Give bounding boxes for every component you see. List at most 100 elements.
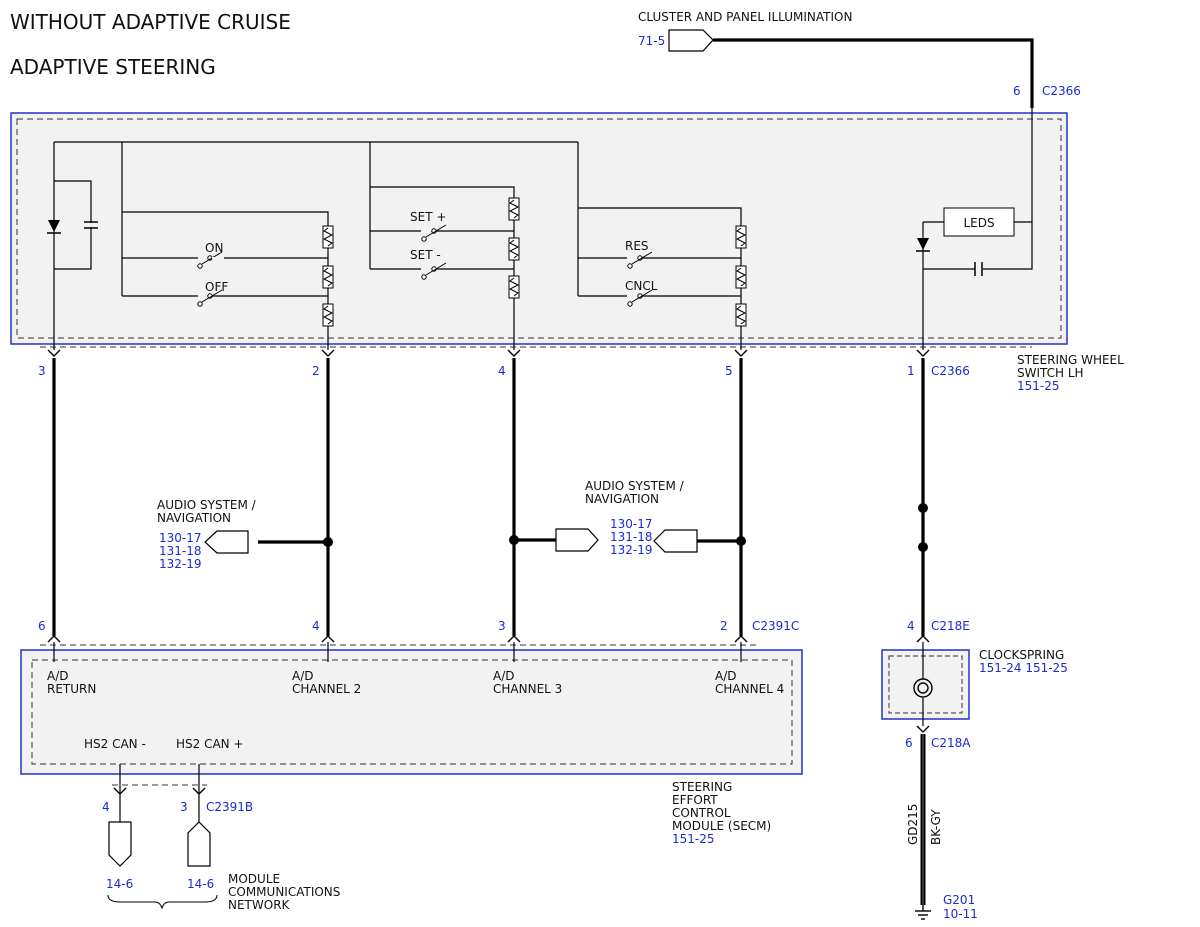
audio-left-ref-3[interactable]: 132-19 (159, 557, 202, 571)
illumination-ref[interactable]: 71-5 (638, 34, 665, 48)
secm-ref[interactable]: 151-25 (672, 832, 715, 846)
secm-pin-2: 2 (720, 619, 728, 633)
connector-chevron-icon (47, 349, 930, 357)
secm-pin-6: 6 (38, 619, 46, 633)
illumination-wire (713, 38, 1034, 108)
secm-ch2-line1: A/D (292, 669, 314, 683)
audio-right-ref-1[interactable]: 130-17 (610, 517, 653, 531)
clockspring-top-connector: C218E (931, 619, 970, 633)
audio-left-connector-icon (204, 530, 249, 554)
switch-cncl-label: CNCL (625, 279, 658, 293)
capacitor-icon (84, 221, 98, 229)
switch-res-label: RES (625, 239, 649, 253)
can-plus-connector-icon (187, 821, 211, 867)
connector-chevron-icon (47, 635, 930, 643)
network-ref-1[interactable]: 14-6 (106, 877, 133, 891)
switch-module-box (10, 112, 1068, 345)
switch-set-plus-label: SET + (410, 210, 446, 224)
switch-module-name-2: SWITCH LH (1017, 366, 1084, 380)
secm-connector-id: C2391C (752, 619, 799, 633)
ground-name[interactable]: G201 (943, 893, 975, 907)
network-name-2: COMMUNICATIONS (228, 885, 340, 899)
secm-ch4-line2: CHANNEL 4 (715, 682, 784, 696)
network-name-3: NETWORK (228, 898, 291, 912)
connector-chevron-icon (916, 725, 930, 733)
switch-module-inner (16, 118, 1062, 339)
switch-set-minus-label: SET - (410, 248, 441, 262)
led-capacitor-icon (974, 262, 983, 276)
can-pin-4: 4 (102, 800, 110, 814)
led-diode-icon (916, 238, 930, 252)
switch-pin-1: 1 (907, 364, 915, 378)
can-connector-id: C2391B (206, 800, 253, 814)
can-minus-connector-icon (108, 821, 132, 867)
switch-internal-wiring (53, 108, 1033, 350)
secm-module-box (20, 649, 803, 775)
network-name-1: MODULE (228, 872, 280, 886)
illumination-connector-id: C2366 (1042, 84, 1081, 98)
secm-pin-3: 3 (498, 619, 506, 633)
can-wires (119, 764, 200, 822)
switch-bottom-connector-id: C2366 (931, 364, 970, 378)
secm-name-3: CONTROL (672, 806, 731, 820)
secm-can-minus-label: HS2 CAN - (84, 737, 146, 751)
audio-right-ref-3[interactable]: 132-19 (610, 543, 653, 557)
illumination-label: CLUSTER AND PANEL ILLUMINATION (638, 10, 852, 24)
secm-name-2: EFFORT (672, 793, 718, 807)
audio-right-label-2: NAVIGATION (585, 492, 659, 506)
secm-name-4: MODULE (SECM) (672, 819, 771, 833)
audio-left-ref-2[interactable]: 131-18 (159, 544, 202, 558)
ground-ref[interactable]: 10-11 (943, 907, 978, 921)
network-brace-icon (107, 894, 218, 910)
switch-pin-3: 3 (38, 364, 46, 378)
network-ref-2[interactable]: 14-6 (187, 877, 214, 891)
switch-module-ref[interactable]: 151-25 (1017, 379, 1060, 393)
clockspring-name: CLOCKSPRING (979, 648, 1064, 662)
leds-box (943, 207, 1015, 237)
illumination-pin: 6 (1013, 84, 1021, 98)
audio-left-label-2: NAVIGATION (157, 511, 231, 525)
audio-left-ref-1[interactable]: 130-17 (159, 531, 202, 545)
secm-name-1: STEERING (672, 780, 732, 794)
splice-dot (323, 503, 928, 552)
secm-ch2-line2: CHANNEL 2 (292, 682, 361, 696)
audio-mid-connector-icon (555, 528, 599, 552)
ground-circuit-label: GD215 (906, 804, 920, 845)
clockspring-box (881, 649, 970, 720)
secm-can-plus-label: HS2 CAN + (176, 737, 244, 751)
clockspring-coil-icon (913, 678, 933, 698)
ground-icon (915, 905, 931, 920)
switch-pin-4: 4 (498, 364, 506, 378)
audio-right-label-1: AUDIO SYSTEM / (585, 479, 685, 493)
illumination-connector-icon (668, 29, 714, 52)
harness-wires (52, 358, 925, 636)
clockspring-bottom-pin: 6 (905, 736, 913, 750)
audio-right-connector-icon (653, 529, 698, 553)
secm-pin-4: 4 (312, 619, 320, 633)
can-pin-3: 3 (180, 800, 188, 814)
clockspring-top-pin: 4 (907, 619, 915, 633)
leds-label: LEDS (963, 216, 994, 230)
secm-ch3-line1: A/D (493, 669, 515, 683)
diagram-title: WITHOUT ADAPTIVE CRUISE (10, 10, 291, 34)
clockspring-inner (888, 655, 963, 714)
switch-pin-2: 2 (312, 364, 320, 378)
diode-icon (47, 220, 61, 234)
clockspring-refs[interactable]: 151-24 151-25 (979, 661, 1068, 675)
secm-ch3-line2: CHANNEL 3 (493, 682, 562, 696)
ground-color-label: BK-GY (929, 809, 943, 845)
audio-left-label-1: AUDIO SYSTEM / (157, 498, 257, 512)
switch-off-label: OFF (205, 280, 228, 294)
audio-right-ref-2[interactable]: 131-18 (610, 530, 653, 544)
switch-icon (197, 224, 653, 307)
switch-on-label: ON (205, 241, 223, 255)
secm-internal-wiring (53, 642, 742, 662)
connector-chevron-icon (113, 787, 206, 795)
secm-ch1-line2: RETURN (47, 682, 96, 696)
secm-ch1-line1: A/D (47, 669, 69, 683)
secm-ch4-line1: A/D (715, 669, 737, 683)
clockspring-bottom-connector: C218A (931, 736, 971, 750)
secm-module-inner (31, 659, 793, 765)
resistor-icon (322, 197, 747, 327)
